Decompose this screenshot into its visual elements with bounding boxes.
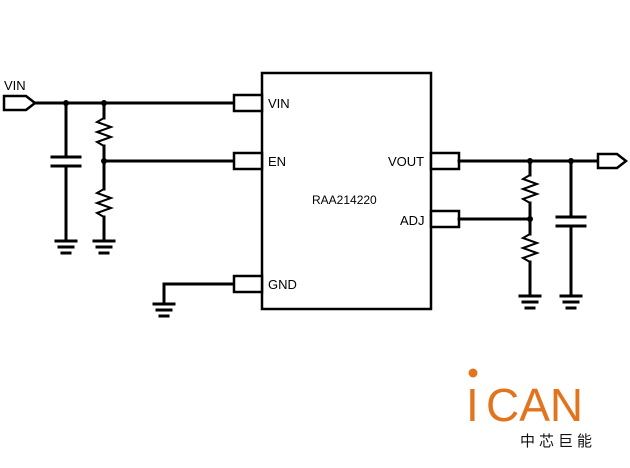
logo-letter-i: I	[466, 379, 479, 431]
ground-symbol	[559, 294, 583, 310]
ic-body	[260, 71, 433, 311]
company-logo: I CAN 中芯巨能	[466, 368, 596, 450]
logo-dot	[468, 368, 478, 378]
input-port-arrow	[2, 94, 38, 112]
logo-letters-can: CAN	[486, 379, 583, 431]
pin-en	[232, 151, 264, 171]
pin-label-adj: ADJ	[400, 213, 425, 228]
en-divider-resistor-bottom	[94, 188, 114, 243]
pin-label-vout: VOUT	[388, 154, 424, 169]
input-capacitor	[50, 101, 82, 243]
logo-subtitle: 中芯巨能	[520, 432, 596, 450]
ground-symbol	[152, 302, 176, 318]
input-port-label: VIN	[4, 78, 26, 93]
output-capacitor	[555, 159, 587, 298]
feedback-resistor-bottom	[520, 233, 540, 298]
chip-name: RAA214220	[312, 193, 377, 207]
output-port-arrow	[596, 152, 629, 170]
pin-label-gnd: GND	[268, 277, 297, 292]
pin-adj	[429, 209, 461, 229]
pin-label-vin: VIN	[268, 96, 290, 111]
pin-vout	[429, 151, 461, 171]
en-divider-resistor-top	[94, 101, 114, 191]
gnd-wire	[162, 282, 236, 306]
pin-gnd	[232, 274, 264, 294]
ground-symbol	[92, 239, 116, 255]
pin-label-en: EN	[268, 154, 286, 169]
ground-symbol	[518, 294, 542, 310]
ground-symbol	[54, 239, 78, 255]
feedback-resistor-top	[520, 159, 540, 236]
pin-vin	[232, 93, 264, 113]
